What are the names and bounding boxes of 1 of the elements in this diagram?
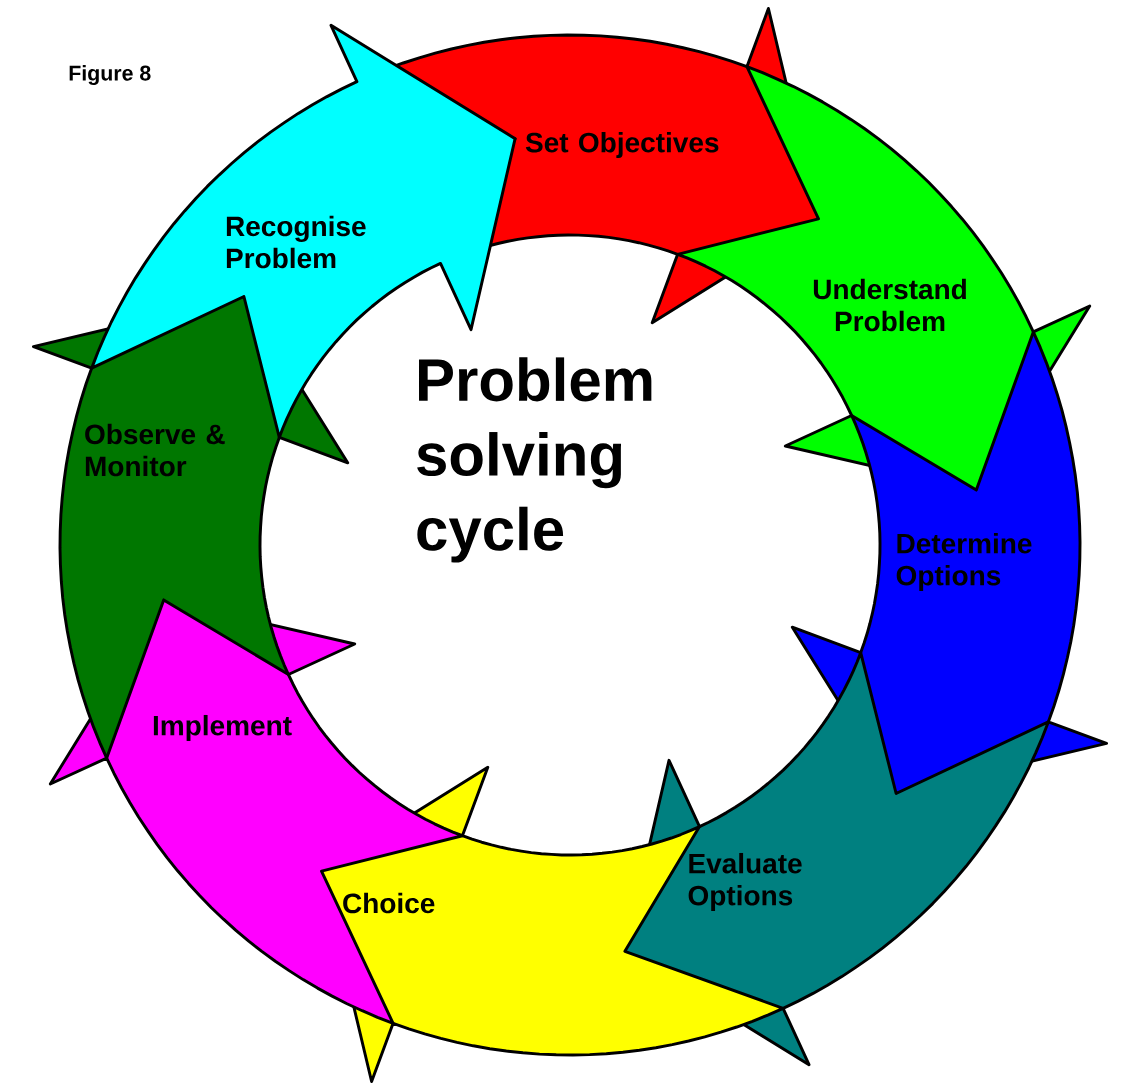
arrow-segment: Evaluate Options: [623, 651, 1050, 1067]
